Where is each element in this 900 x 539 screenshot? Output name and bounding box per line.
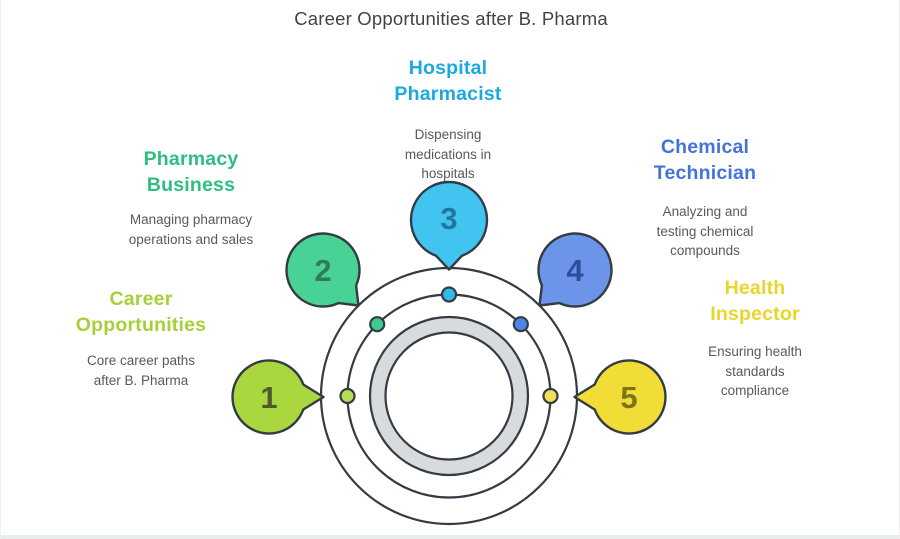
bubble-3-number: 3 — [440, 201, 457, 236]
item-heading-career-opportunities: Career Opportunities — [75, 288, 207, 336]
gray-ring-inner — [384, 331, 514, 461]
dot-3 — [440, 286, 458, 303]
dot-2 — [369, 316, 386, 333]
bubble-1 — [231, 359, 325, 435]
bubble-1-number: 1 — [260, 380, 277, 415]
bubble-4 — [537, 232, 613, 308]
item-heading-pharmacy-business: Pharmacy Business — [143, 148, 239, 196]
bubble-4-number: 4 — [566, 253, 584, 288]
page-title: Career Opportunities after B. Pharma — [294, 8, 608, 29]
dot-5 — [542, 387, 559, 405]
bubble-2-number: 2 — [314, 253, 331, 288]
item-heading-hospital-pharmacist: Hospital Pharmacist — [394, 57, 502, 105]
item-description-career-opportunities: Core career paths after B. Pharma — [86, 353, 196, 388]
item-description-hospital-pharmacist: Dispensing medications in hospitals — [404, 127, 492, 181]
bubble-3 — [409, 180, 489, 271]
bubble-5-number: 5 — [620, 380, 637, 415]
bottom-edge-strip — [1, 535, 899, 539]
item-description-chemical-technician: Analyzing and testing chemical compounds — [656, 204, 754, 258]
item-description-pharmacy-business: Managing pharmacy operations and sales — [128, 212, 254, 247]
item-description-health-inspector: Ensuring health standards compliance — [708, 344, 802, 398]
bubble-5 — [573, 359, 667, 435]
dot-1 — [339, 387, 356, 405]
dot-4 — [512, 316, 529, 333]
item-heading-health-inspector: Health Inspector — [710, 277, 800, 325]
item-heading-chemical-technician: Chemical Technician — [653, 136, 757, 184]
bubble-2 — [285, 232, 361, 308]
